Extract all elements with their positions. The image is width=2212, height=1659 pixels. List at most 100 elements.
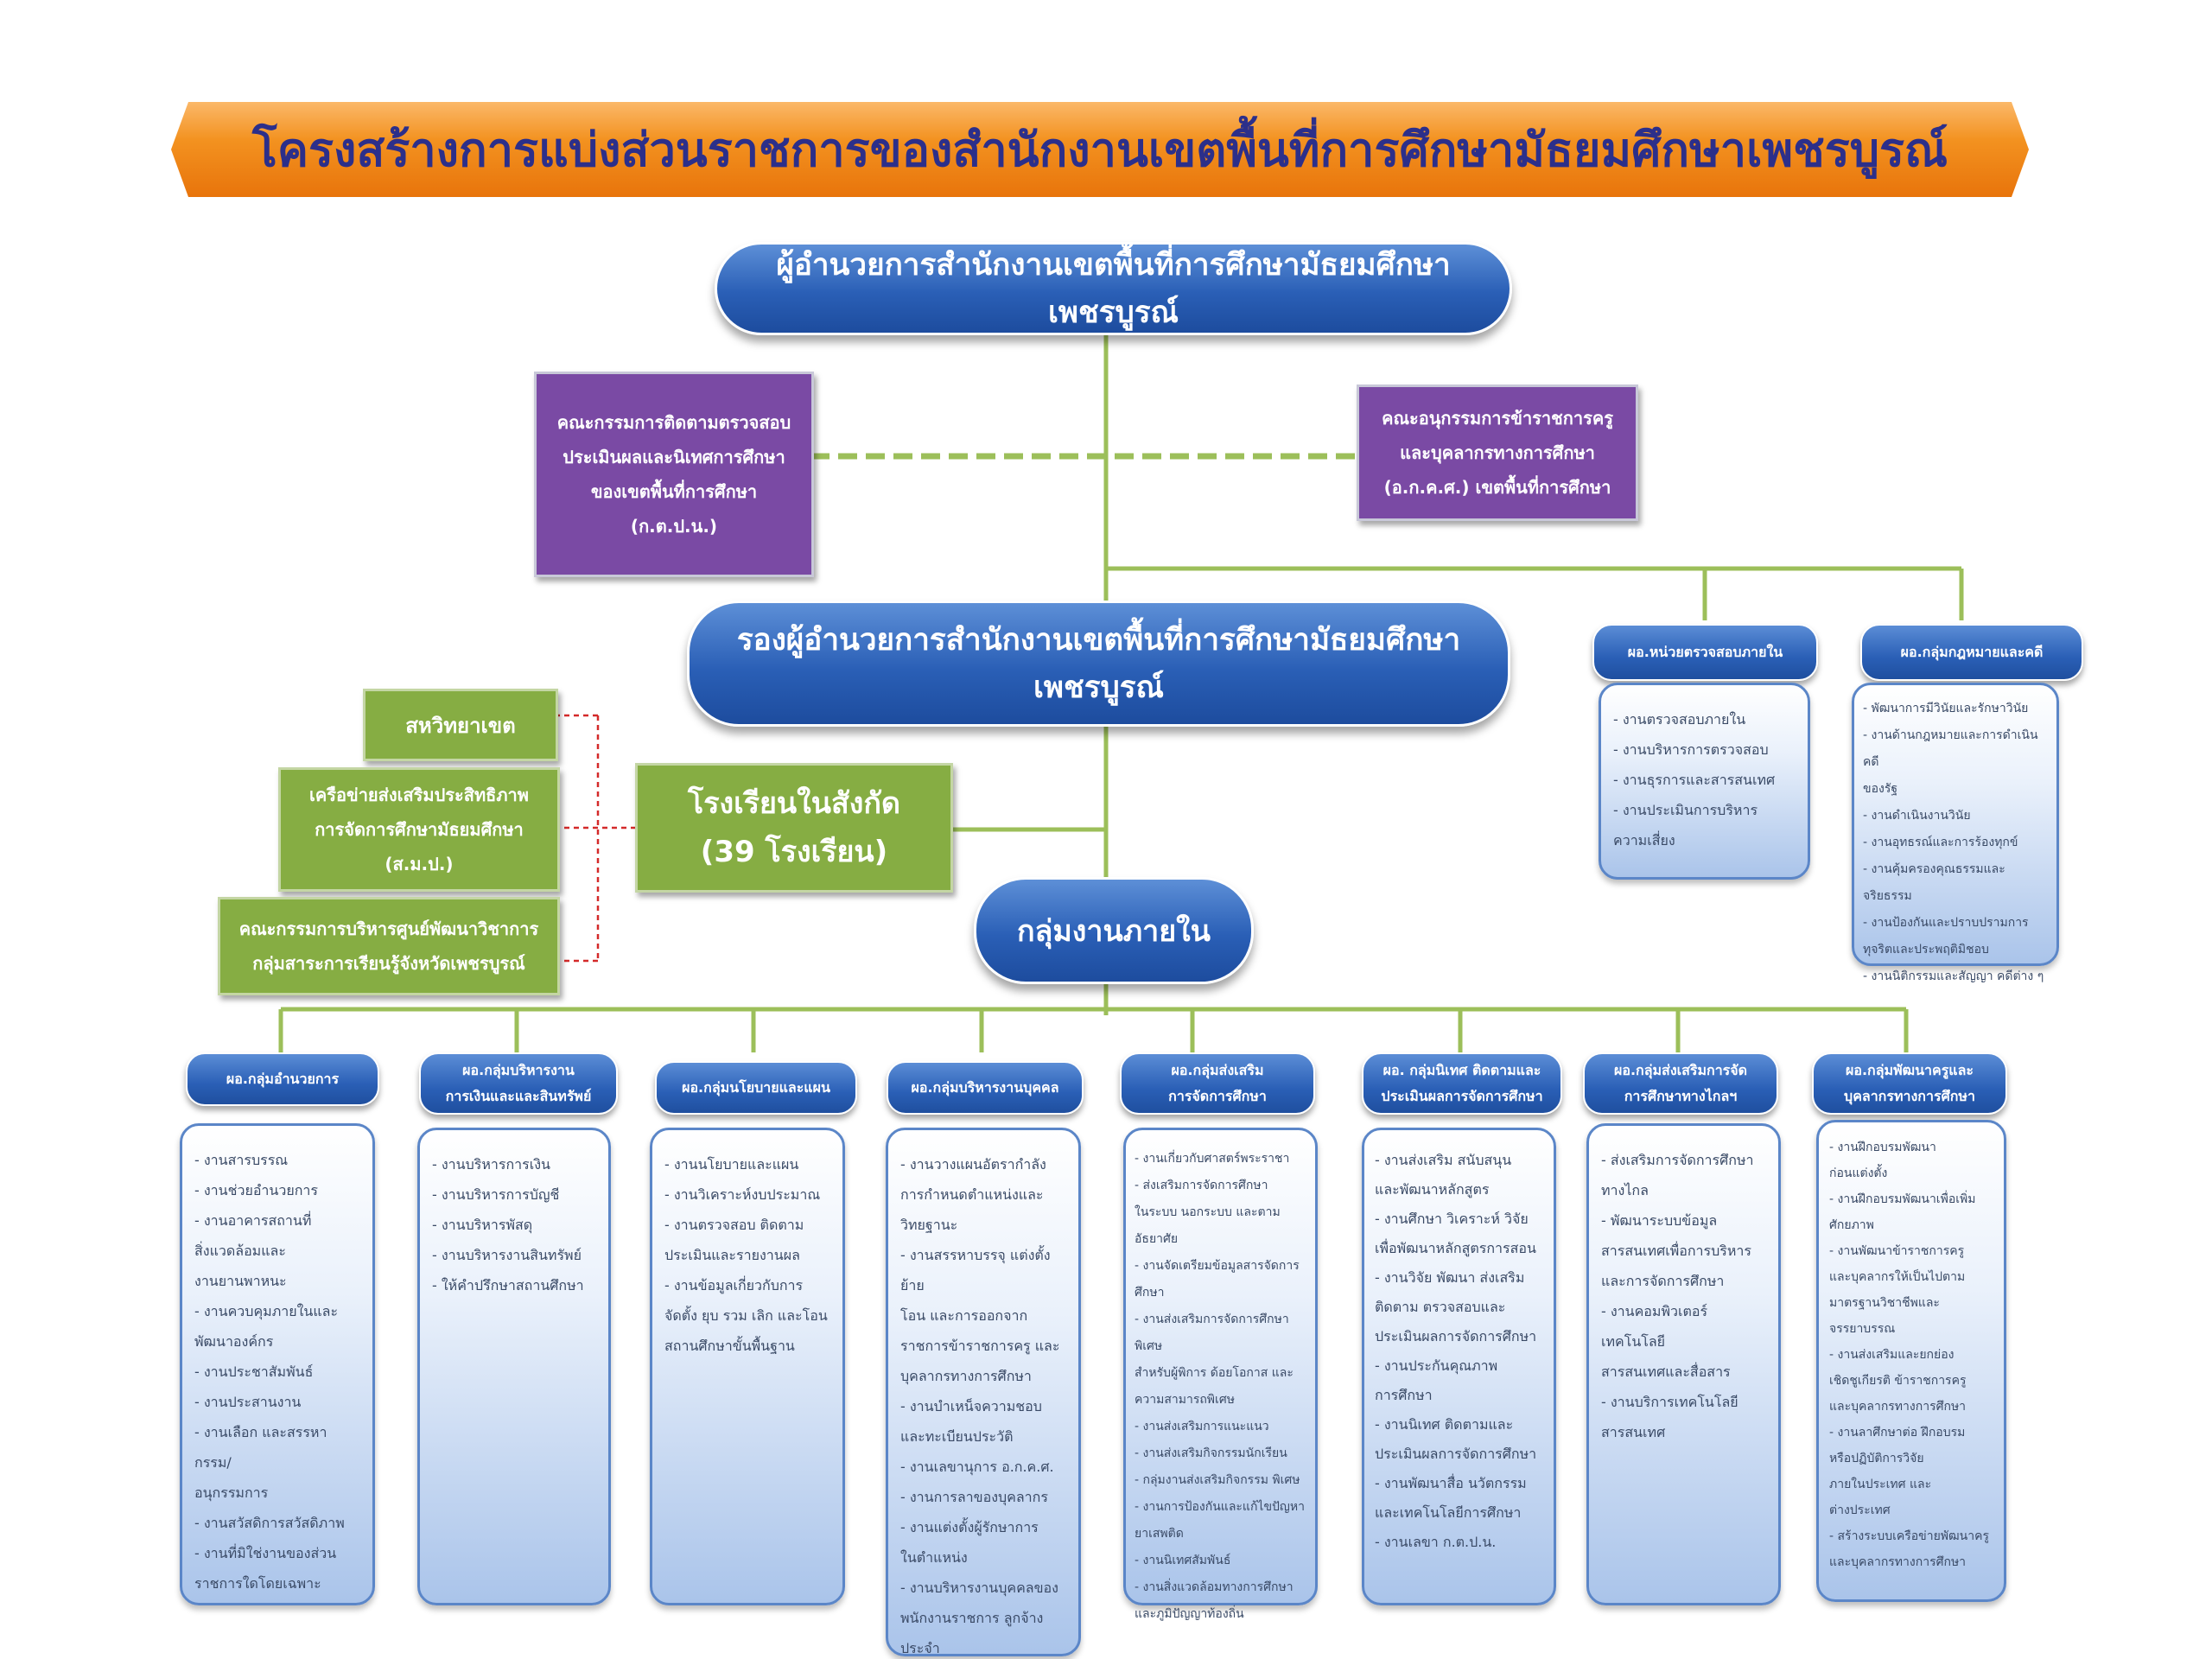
group-header-personnel: ผอ.กลุ่มบริหารงานบุคคล xyxy=(887,1061,1084,1115)
chart-title-banner: โครงสร้างการแบ่งส่วนราชการของสำนักงานเขต… xyxy=(171,102,2029,197)
list-item: - งานคอมพิวเตอร์เทคโนโลยี สารสนเทศและสื่… xyxy=(1601,1303,1731,1380)
list-item: - พัฒนาการมีวินัยและรักษาวินัย xyxy=(1863,702,2029,715)
center-box: คณะกรรมการบริหารศูนย์พัฒนาวิชาการ กลุ่มส… xyxy=(218,897,560,995)
list-item: - งานวิจัย พัฒนา ส่งเสริม ติดตาม ตรวจสอบ… xyxy=(1375,1269,1537,1344)
group-list-finance: - งานบริหารการเงิน - งานบริหารการบัญชี -… xyxy=(417,1128,611,1605)
list-item: - ให้คำปรึกษาสถานศึกษา xyxy=(432,1277,584,1294)
list-item: - งานประสานงาน xyxy=(194,1394,302,1410)
list-item: - งานสวัสดิการสวัสดิภาพ xyxy=(194,1515,345,1531)
group-header-distance: ผอ.กลุ่มส่งเสริมการจัด การศึกษาทางไกลฯ xyxy=(1583,1052,1778,1115)
director-label: ผู้อำนวยการสำนักงานเขตพื้นที่การศึกษามัธ… xyxy=(776,248,1451,330)
committee-left-box: คณะกรรมการติดตามตรวจสอบ ประเมินผลและนิเท… xyxy=(534,372,814,577)
group-header-admin: ผอ.กลุ่มอำนวยการ xyxy=(186,1052,379,1106)
list-item: - งานตรวจสอบ ติดตาม ประเมินและรายงานผล xyxy=(664,1217,804,1263)
list-item: - งานบริหารพัสดุ xyxy=(432,1217,533,1233)
list-item: - งานฝึกอบรมพัฒนา ก่อนแต่งตั้ง xyxy=(1829,1141,1936,1180)
list-item: - งานสิ่งแวดล้อมทางการศึกษา และภูมิปัญญา… xyxy=(1135,1580,1294,1621)
group-header-label: ผอ. กลุ่มนิเทศ ติดตามและ ประเมินผลการจัด… xyxy=(1381,1062,1543,1104)
schools-box: โรงเรียนในสังกัด (39 โรงเรียน) xyxy=(635,763,953,893)
group-header-finance: ผอ.กลุ่มบริหารงาน การเงินและและสินทรัพย์ xyxy=(419,1052,618,1115)
list-item: - งานแต่งตั้งผู้รักษาการ ในตำแหน่ง xyxy=(900,1519,1039,1566)
group-header-label: ผอ.กลุ่มพัฒนาครูและ บุคลากรทางการศึกษา xyxy=(1844,1062,1975,1104)
deputy-director-label: รองผู้อำนวยการสำนักงานเขตพื้นที่การศึกษา… xyxy=(736,623,1461,705)
list-item: - งานเลขานุการ อ.ก.ค.ศ. xyxy=(900,1459,1054,1475)
list-item: - งานเลขา ก.ต.ป.น. xyxy=(1375,1534,1497,1550)
list-item: - งานนิเทศสัมพันธ์ xyxy=(1135,1554,1231,1567)
internal-groups-label: กลุ่มงานภายใน xyxy=(1016,914,1211,949)
list-item: - งานธุรการและสารสนเทศ xyxy=(1613,772,1776,788)
group-header-teacher-dev: ผอ.กลุ่มพัฒนาครูและ บุคลากรทางการศึกษา xyxy=(1812,1052,2007,1115)
list-item: - งานตรวจสอบภายใน xyxy=(1613,711,1746,728)
network-box: เครือข่ายส่งเสริมประสิทธิภาพ การจัดการศึ… xyxy=(278,767,560,892)
group-header-label: ผอ.กลุ่มส่งเสริมการจัด การศึกษาทางไกลฯ xyxy=(1613,1062,1748,1104)
center-label: คณะกรรมการบริหารศูนย์พัฒนาวิชาการ กลุ่มส… xyxy=(238,918,539,974)
list-item: - งานนโยบายและแผน xyxy=(664,1156,799,1173)
list-item: - งานประชาสัมพันธ์ xyxy=(194,1363,314,1380)
list-item: - งานที่มิใช่งานของส่วน ราชการใดโดยเฉพาะ xyxy=(194,1545,337,1592)
list-item: - งานการป้องกันและแก้ไขปัญหา ยาเสพติด xyxy=(1135,1500,1305,1541)
list-item: - งานลาศึกษาต่อ ฝึกอบรม หรือปฏิบัติการวิ… xyxy=(1829,1426,1966,1517)
list-item: - งานการลาของบุคลากร xyxy=(900,1489,1048,1505)
side-unit-header-label: ผอ.หน่วยตรวจสอบภายใน xyxy=(1627,644,1783,660)
list-item: - งานวิเคราะห์งบประมาณ xyxy=(664,1186,821,1203)
group-header-promotion: ผอ.กลุ่มส่งเสริม การจัดการศึกษา xyxy=(1120,1052,1315,1115)
group-list-teacher-dev: - งานฝึกอบรมพัฒนา ก่อนแต่งตั้ง - งานฝึกอ… xyxy=(1816,1120,2006,1602)
group-header-supervision: ผอ. กลุ่มนิเทศ ติดตามและ ประเมินผลการจัด… xyxy=(1362,1052,1562,1115)
list-item: - งานดำเนินงานวินัย xyxy=(1863,809,1971,823)
group-header-label: ผอ.กลุ่มบริหารงาน การเงินและและสินทรัพย์ xyxy=(445,1062,592,1104)
side-unit-header-label: ผอ.กลุ่มกฎหมายและคดี xyxy=(1900,644,2044,660)
list-item: - งานด้านกฎหมายและการดำเนินคดี ของรัฐ xyxy=(1863,728,2038,796)
group-header-policy: ผอ.กลุ่มนโยบายและแผน xyxy=(655,1061,857,1115)
list-item: - ส่งเสริมการจัดการศึกษา ในระบบ นอกระบบ … xyxy=(1135,1179,1281,1246)
list-item: - งานนิติกรรมและสัญญา คดีต่าง ๆ xyxy=(1863,969,2044,983)
deputy-director-node: รองผู้อำนวยการสำนักงานเขตพื้นที่การศึกษา… xyxy=(687,601,1510,727)
list-item: - งานคุ้มครองคุณธรรมและจริยธรรม xyxy=(1863,862,2005,903)
list-item: - งานนิเทศ ติดตามและ ประเมินผลการจัดการศ… xyxy=(1375,1416,1537,1462)
group-list-admin: - งานสารบรรณ - งานช่วยอำนวยการ - งานอาคา… xyxy=(180,1123,375,1605)
union-box: สหวิทยาเขต xyxy=(363,689,558,761)
network-label: เครือข่ายส่งเสริมประสิทธิภาพ การจัดการศึ… xyxy=(309,785,529,874)
group-list-policy: - งานนโยบายและแผน - งานวิเคราะห์งบประมาณ… xyxy=(650,1128,845,1605)
list-item: - งานจัดเตรียมข้อมูลสารจัดการศึกษา xyxy=(1135,1259,1300,1300)
list-item: - งานส่งเสริมกิจกรรมนักเรียน xyxy=(1135,1446,1287,1460)
list-item: - งานข้อมูลเกี่ยวกับการ จัดตั้ง ยุบ รวม … xyxy=(664,1277,828,1354)
schools-label: โรงเรียนในสังกัด (39 โรงเรียน) xyxy=(687,786,901,869)
group-list-promotion: - งานเกี่ยวกับศาสตร์พระราชา - ส่งเสริมกา… xyxy=(1123,1128,1318,1621)
committee-left-label: คณะกรรมการติดตามตรวจสอบ ประเมินผลและนิเท… xyxy=(556,412,791,537)
list-item: - งานส่งเสริมและยกย่อง เชิดชูเกียรติ ข้า… xyxy=(1829,1348,1967,1414)
list-item: - สร้างระบบเครือข่ายพัฒนาครู และบุคลากรท… xyxy=(1829,1529,1989,1569)
group-list-supervision: - งานส่งเสริม สนับสนุน และพัฒนาหลักสูตร … xyxy=(1362,1128,1556,1605)
list-item: - งานส่งเสริมการแนะแนว xyxy=(1135,1420,1269,1433)
list-item: - งานวางแผนอัตรากำลัง การกำหนดตำแหน่งและ… xyxy=(900,1156,1046,1233)
side-unit-header-audit: ผอ.หน่วยตรวจสอบภายใน xyxy=(1592,624,1818,681)
list-item: - ส่งเสริมการจัดการศึกษา ทางไกล xyxy=(1601,1152,1754,1198)
director-node: ผู้อำนวยการสำนักงานเขตพื้นที่การศึกษามัธ… xyxy=(715,242,1512,335)
list-item: - งานสารบรรณ xyxy=(194,1152,289,1168)
list-item: - งานบำเหน็จความชอบ และทะเบียนประวัติ xyxy=(900,1398,1042,1445)
list-item: - งานประเมินการบริหาร ความเสี่ยง xyxy=(1613,802,1758,849)
list-item: - งานบริหารการตรวจสอบ xyxy=(1613,741,1769,758)
side-unit-list-audit: - งานตรวจสอบภายใน - งานบริหารการตรวจสอบ … xyxy=(1599,683,1810,880)
list-item: - งานเลือก และสรรหากรรม/ อนุกรรมการ xyxy=(194,1424,327,1501)
list-item: - งานอุทธรณ์และการร้องทุกข์ xyxy=(1863,836,2018,849)
list-item: - งานบริหารงานบุคคลของ พนักงานราชการ ลูก… xyxy=(900,1580,1058,1656)
union-label: สหวิทยาเขต xyxy=(405,713,516,738)
list-item: - งานส่งเสริมการจัดการศึกษาพิเศษ สำหรับผ… xyxy=(1135,1313,1294,1407)
group-header-label: ผอ.กลุ่มบริหารงานบุคคล xyxy=(911,1079,1059,1096)
group-header-label: ผอ.กลุ่มส่งเสริม การจัดการศึกษา xyxy=(1168,1062,1267,1104)
list-item: - งานประกันคุณภาพ การศึกษา xyxy=(1375,1357,1498,1403)
list-item: - งานบริการเทคโนโลยี สารสนเทศ xyxy=(1601,1394,1738,1440)
committee-right-box: คณะอนุกรรมการข้าราชการครู และบุคลากรทางก… xyxy=(1357,385,1638,521)
list-item: - งานส่งเสริม สนับสนุน และพัฒนาหลักสูตร xyxy=(1375,1152,1512,1198)
group-list-distance: - ส่งเสริมการจัดการศึกษา ทางไกล - พัฒนาร… xyxy=(1586,1123,1781,1605)
group-list-personnel: - งานวางแผนอัตรากำลัง การกำหนดตำแหน่งและ… xyxy=(886,1128,1081,1656)
chart-title: โครงสร้างการแบ่งส่วนราชการของสำนักงานเขต… xyxy=(251,123,1948,177)
committee-right-label: คณะอนุกรรมการข้าราชการครู และบุคลากรทางก… xyxy=(1382,408,1613,498)
list-item: - พัฒนาระบบข้อมูล สารสนเทศเพื่อการบริหาร… xyxy=(1601,1212,1751,1289)
list-item: - งานเกี่ยวกับศาสตร์พระราชา xyxy=(1135,1152,1290,1166)
list-item: - กลุ่มงานส่งเสริมกิจกรรม พิเศษ xyxy=(1135,1473,1300,1487)
list-item: - งานสรรหาบรรจุ แต่งตั้ง ย้าย โอน และการ… xyxy=(900,1247,1060,1384)
side-unit-header-legal: ผอ.กลุ่มกฎหมายและคดี xyxy=(1860,624,2083,681)
side-unit-list-legal: - พัฒนาการมีวินัยและรักษาวินัย - งานด้าน… xyxy=(1852,683,2059,983)
